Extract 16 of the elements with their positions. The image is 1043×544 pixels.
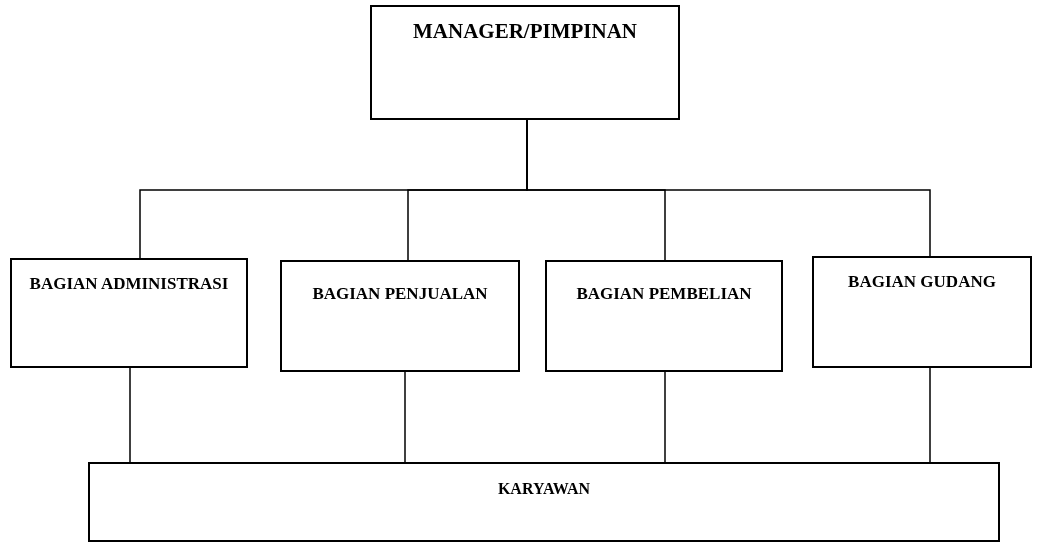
- org-box: [545, 260, 783, 372]
- connector-line: [129, 367, 131, 463]
- org-box: [370, 5, 680, 120]
- box-label: BAGIAN PEMBELIAN: [575, 284, 753, 304]
- org-box: [10, 258, 248, 368]
- box-label: BAGIAN PENJUALAN: [311, 284, 489, 304]
- box-label: MANAGER/PIMPINAN: [412, 19, 638, 44]
- box-label: BAGIAN ADMINISTRASI: [28, 274, 230, 294]
- connector-line: [929, 367, 931, 463]
- connector-line: [404, 371, 406, 463]
- org-box: [280, 260, 520, 372]
- org-box: [812, 256, 1032, 368]
- box-label: BAGIAN GUDANG: [847, 272, 997, 292]
- connector-line: [664, 371, 666, 463]
- org-box: [88, 462, 1000, 542]
- box-label: KARYAWAN: [496, 480, 592, 498]
